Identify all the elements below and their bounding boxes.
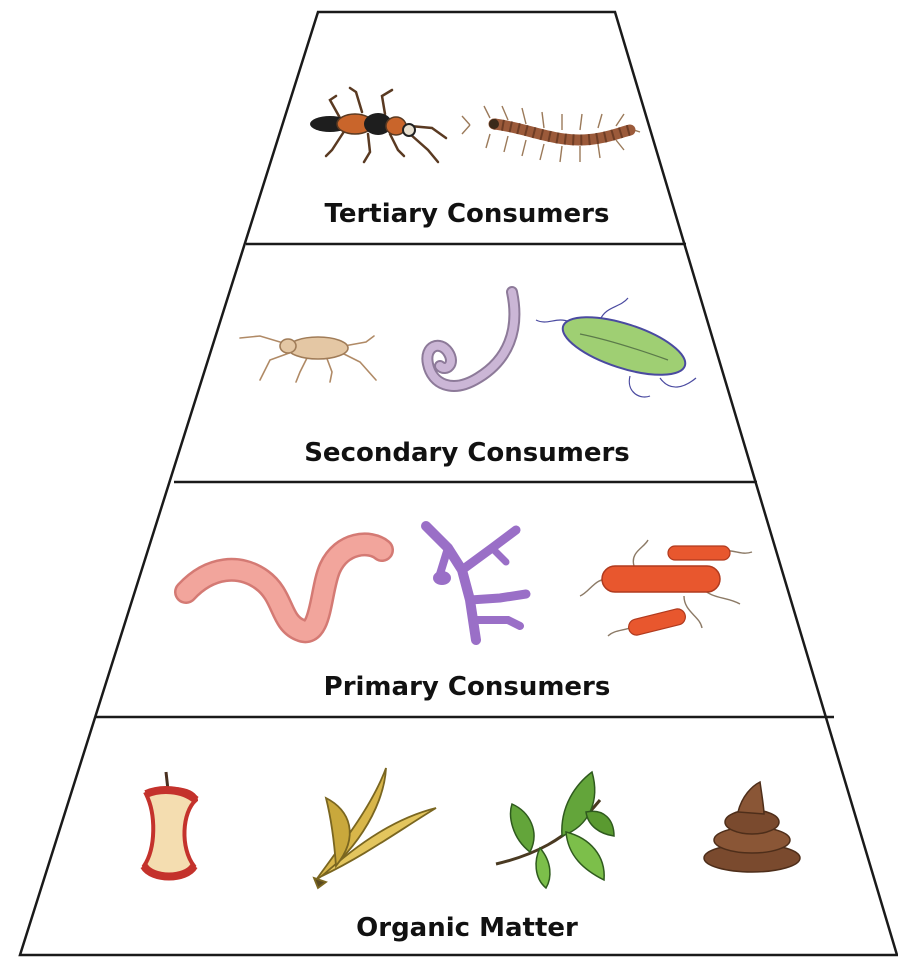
leaves-icon bbox=[495, 770, 615, 890]
pyramid-border bbox=[18, 10, 898, 957]
level-label-primary: Primary Consumers bbox=[324, 672, 611, 702]
rove-beetle-icon bbox=[310, 86, 448, 164]
level-secondary: Secondary Consumers bbox=[239, 286, 697, 468]
level-label-tertiary: Tertiary Consumers bbox=[325, 199, 610, 229]
springtail-mite-icon bbox=[239, 335, 377, 383]
centipede-icon bbox=[461, 105, 641, 163]
level-primary: Primary Consumers bbox=[174, 521, 753, 702]
apple-core-icon bbox=[140, 771, 199, 881]
fungi-icon bbox=[421, 521, 531, 645]
protozoa-icon bbox=[535, 297, 697, 398]
level-tertiary: Tertiary Consumers bbox=[310, 86, 641, 229]
earthworm-icon bbox=[174, 532, 394, 644]
dung-icon bbox=[703, 780, 801, 873]
level-organic-matter: Organic Matter bbox=[140, 767, 801, 943]
nematode-icon bbox=[421, 286, 521, 392]
pyramid-outline bbox=[18, 10, 898, 957]
level-label-secondary: Secondary Consumers bbox=[304, 438, 630, 468]
banana-peel-icon bbox=[312, 767, 437, 890]
bacteria-icon bbox=[579, 539, 753, 637]
level-label-organic-matter: Organic Matter bbox=[356, 913, 578, 943]
